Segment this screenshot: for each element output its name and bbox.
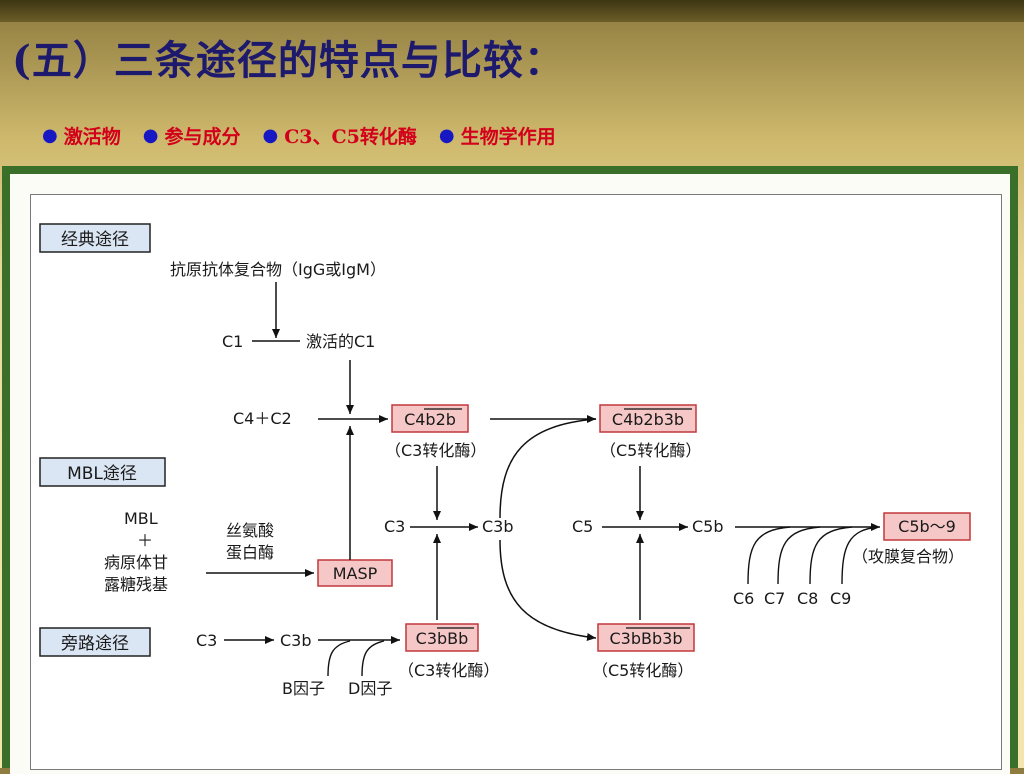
curve-c3b-to-c5conv-alt bbox=[499, 539, 597, 641]
pathway-label-mbl: MBL途径 bbox=[67, 464, 137, 484]
node-c1: C1 bbox=[222, 332, 243, 351]
bullet-icon: ● bbox=[262, 124, 279, 146]
subtitle-item-bio-effects: ●生物学作用 bbox=[438, 124, 556, 148]
label-box-classical bbox=[39, 223, 151, 253]
curve-c8-join bbox=[809, 526, 853, 585]
curve-factor-d-join bbox=[361, 640, 385, 677]
note-mac: （攻膜复合物） bbox=[852, 547, 964, 566]
node-c3-center: C3 bbox=[384, 517, 405, 536]
node-c5: C5 bbox=[572, 517, 593, 536]
node-c3-alt: C3 bbox=[196, 631, 217, 650]
node-factor-d: D因子 bbox=[348, 679, 392, 698]
bullet-icon: ● bbox=[438, 124, 455, 146]
enzyme-box-mac bbox=[883, 512, 971, 541]
curve-factor-b-join bbox=[327, 640, 351, 677]
node-c7: C7 bbox=[764, 589, 785, 608]
node-c3bbb3b: C3bBb3b bbox=[610, 629, 683, 648]
node-pathogen-line2: 露糖残基 bbox=[104, 575, 168, 594]
note-c5-convertase-classical: （C5转化酶） bbox=[600, 441, 701, 460]
curve-c7-join bbox=[777, 526, 821, 585]
note-c3-convertase-classical: （C3转化酶） bbox=[385, 441, 486, 460]
node-c9: C9 bbox=[830, 589, 851, 608]
node-mbl: MBL bbox=[124, 509, 158, 528]
pathway-label-alternative: 旁路途径 bbox=[61, 634, 129, 654]
node-mac: C5b～9 bbox=[898, 517, 956, 536]
node-c6: C6 bbox=[733, 589, 754, 608]
note-c3-convertase-alt: （C3转化酶） bbox=[398, 661, 499, 680]
enzyme-box-masp bbox=[317, 559, 393, 587]
node-pathogen-line1: 病原体甘 bbox=[104, 553, 168, 572]
node-serine-line2: 蛋白酶 bbox=[226, 543, 274, 562]
node-factor-b: B因子 bbox=[282, 679, 325, 698]
bullet-icon: ● bbox=[142, 124, 159, 146]
top-decor-bar bbox=[0, 0, 1024, 22]
node-c4b2b: C4b2b bbox=[404, 410, 456, 429]
node-plus: ＋ bbox=[137, 531, 153, 550]
node-c3b-alt: C3b bbox=[280, 631, 312, 650]
curve-c9-join bbox=[841, 526, 879, 585]
node-activated-c1: 激活的C1 bbox=[306, 332, 375, 351]
bullet-icon: ● bbox=[42, 124, 58, 146]
subtitle-item-activator: ●激活物 bbox=[42, 124, 121, 148]
diagram-inner bbox=[10, 174, 1010, 774]
node-immune-complex: 抗原抗体复合物（IgG或IgM） bbox=[170, 260, 386, 279]
label-box-alternative bbox=[39, 627, 151, 657]
node-c4-c2: C4＋C2 bbox=[233, 409, 292, 428]
node-c5b: C5b bbox=[692, 517, 724, 536]
node-c3b-center: C3b bbox=[482, 517, 514, 536]
diagram-panel bbox=[30, 194, 1002, 770]
node-c8: C8 bbox=[797, 589, 818, 608]
curve-c6-join bbox=[747, 526, 791, 585]
label-box-mbl bbox=[39, 457, 166, 487]
diagram-frame bbox=[2, 166, 1018, 774]
node-serine-line1: 丝氨酸 bbox=[226, 521, 274, 540]
curve-c3b-to-c5conv-classical bbox=[499, 418, 597, 519]
slide-title: (五）三条途径的特点与比较： bbox=[12, 37, 565, 84]
node-c4b2b3b: C4b2b3b bbox=[612, 410, 684, 429]
subtitle-item-convertases: ●C3、C5转化酶 bbox=[262, 124, 417, 148]
subtitle-list: ●激活物 ●参与成分 ●C3、C5转化酶 ●生物学作用 bbox=[42, 120, 556, 150]
node-c3bbb: C3bBb bbox=[416, 629, 469, 648]
subtitle-item-components: ●参与成分 bbox=[142, 124, 241, 148]
node-masp: MASP bbox=[333, 564, 378, 583]
note-c5-convertase-alt: （C5转化酶） bbox=[592, 661, 693, 680]
pathway-label-classical: 经典途径 bbox=[61, 230, 129, 250]
